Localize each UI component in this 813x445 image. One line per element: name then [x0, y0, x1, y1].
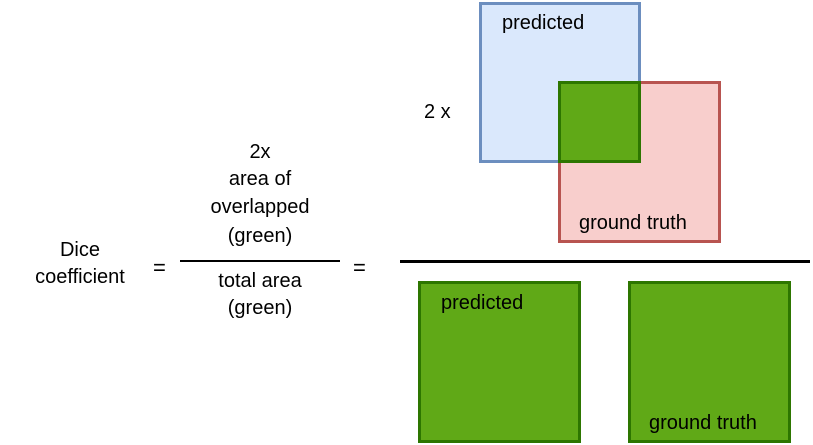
denominator-line-2: (green) [227, 297, 293, 319]
multiplier-label: 2 x [424, 101, 451, 123]
top-ground-truth-label: ground truth [579, 212, 687, 234]
bottom-predicted-label: predicted [441, 292, 524, 314]
middle-fraction-bar [180, 260, 340, 262]
bottom-ground-truth-label: ground truth [649, 412, 757, 434]
equals-sign-2: = [353, 255, 366, 280]
dice-label-line2: coefficient [35, 266, 125, 288]
numerator-line-2: area of [228, 168, 292, 190]
overlap-box [558, 81, 641, 163]
predicted-box-bottom [418, 281, 581, 443]
dice-label-line1: Dice [59, 239, 100, 261]
equals-sign-1: = [153, 255, 166, 280]
denominator-line-1: total area [218, 270, 302, 292]
right-fraction-bar [400, 260, 810, 263]
top-predicted-label: predicted [502, 12, 585, 34]
numerator-line-1: 2x [249, 141, 271, 163]
ground-truth-box-bottom [628, 281, 791, 443]
numerator-line-3: overlapped [210, 196, 310, 218]
numerator-line-4: (green) [227, 225, 293, 247]
